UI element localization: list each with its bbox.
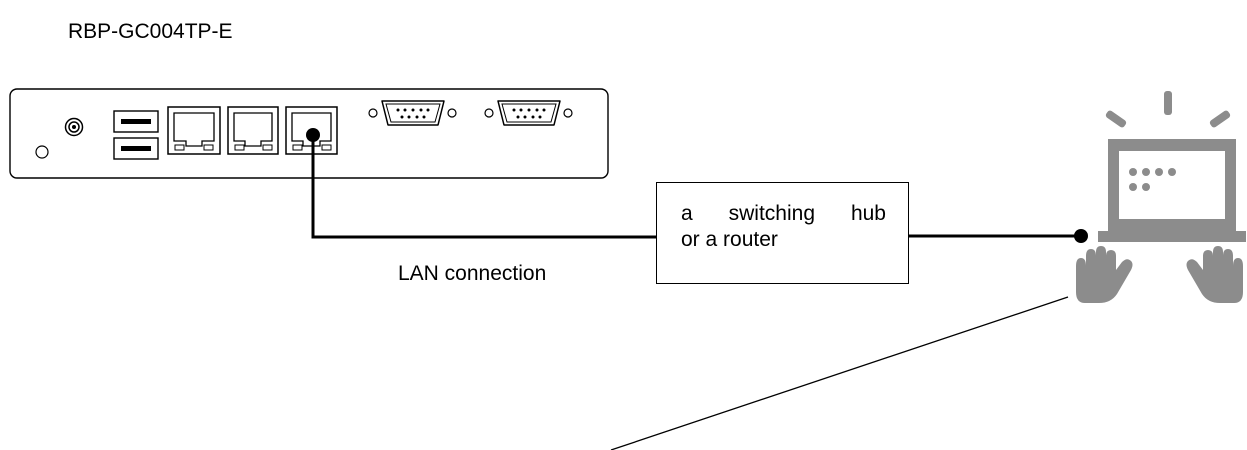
power-led-icon — [35, 145, 49, 159]
hub-word: a — [681, 202, 693, 225]
pointer-line — [610, 296, 1069, 450]
cable-endpoint — [306, 128, 320, 142]
lan-cable — [311, 135, 656, 239]
hub-word: switching — [728, 202, 815, 225]
device-model-label: RBP-GC004TP-E — [68, 20, 233, 43]
hand-icon — [1186, 246, 1243, 303]
usb-port-icon — [113, 110, 159, 133]
hub-word: hub — [850, 202, 886, 225]
lan-port-icon — [167, 106, 221, 155]
serial-port-icon — [484, 100, 573, 126]
hub-label-line2: or a router — [681, 228, 778, 251]
switching-hub-box: a switching hub or a router — [656, 182, 909, 284]
pc-terminal-icon — [1098, 91, 1246, 242]
lan-port-icon — [227, 106, 279, 155]
antenna-connector-icon — [64, 117, 84, 137]
lan-connection-label: LAN connection — [398, 262, 547, 285]
usb-port-icon — [113, 137, 159, 160]
cable-endpoint — [1074, 229, 1088, 243]
serial-port-icon — [368, 100, 457, 126]
hand-icon — [1076, 246, 1133, 303]
hub-label-line1: a switching hub — [681, 203, 886, 224]
